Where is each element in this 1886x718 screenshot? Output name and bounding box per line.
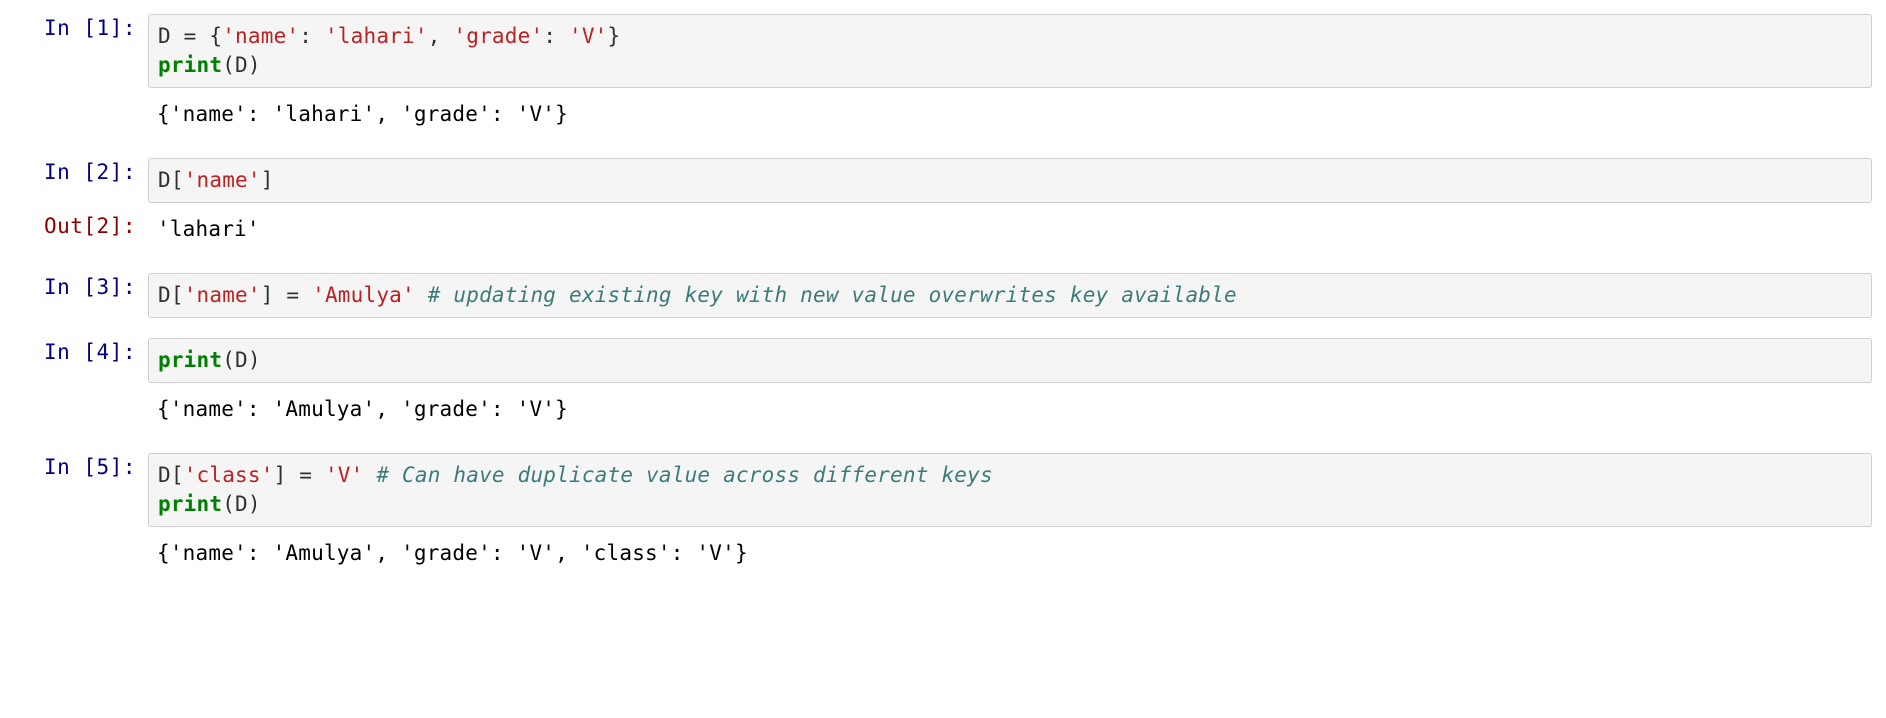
token-plain: : [299, 24, 325, 48]
spacer [0, 88, 1886, 97]
spacer [0, 427, 1886, 453]
token-string: 'name' [183, 168, 261, 192]
token-builtin: print [158, 492, 223, 516]
token-plain: ] = [273, 463, 325, 487]
output-line: {'name': 'Amulya', 'grade': 'V', 'class'… [157, 541, 748, 565]
input-prompt-label: In [1]: [43, 16, 136, 40]
notebook-container: In [1]:D = {'name': 'lahari', 'grade': '… [0, 14, 1886, 571]
output-cell: Out[2]: 'lahari' [0, 212, 1886, 247]
code-line[interactable]: D['name'] [158, 166, 1871, 195]
output-line: {'name': 'Amulya', 'grade': 'V'} [157, 397, 568, 421]
code-line[interactable]: print(D) [158, 346, 1871, 375]
input-prompt-label: In [4]: [43, 340, 136, 364]
token-plain: D = { [158, 24, 223, 48]
token-plain: ] = [260, 283, 313, 307]
output-prompt-label: Out[2]: [43, 214, 136, 238]
code-cell[interactable]: In [2]: D['name'] [0, 158, 1886, 203]
cell-output-area: {'name': 'lahari', 'grade': 'V'} [148, 97, 1886, 132]
input-prompt-label: In [3]: [43, 275, 136, 299]
token-plain: ] [260, 168, 274, 192]
token-plain: D[ [158, 463, 184, 487]
output-cell: {'name': 'lahari', 'grade': 'V'} [0, 97, 1886, 132]
token-plain [364, 463, 377, 487]
token-comment: # Can have duplicate value across differ… [376, 463, 993, 487]
input-prompt-label: In [2]: [43, 160, 136, 184]
code-cell[interactable]: In [4]: print(D) [0, 338, 1886, 383]
output-cell: {'name': 'Amulya', 'grade': 'V'} [0, 392, 1886, 427]
cell-output-area: {'name': 'Amulya', 'grade': 'V'} [148, 392, 1886, 427]
spacer [0, 247, 1886, 273]
code-line[interactable]: print(D) [158, 490, 1871, 519]
token-string: 'name' [222, 24, 300, 48]
code-cell[interactable]: In [3]: D['name'] = 'Amulya' # updating e… [0, 273, 1886, 318]
spacer [0, 132, 1886, 158]
token-string: 'V' [569, 24, 608, 48]
input-prompt-label: In [5]: [43, 455, 136, 479]
cell-input-area[interactable]: print(D) [148, 338, 1886, 383]
spacer [0, 318, 1886, 338]
token-plain: : [543, 24, 569, 48]
token-string: 'V' [324, 463, 364, 487]
code-cell[interactable]: In [5]: D['class'] = 'V' # Can have dupli… [0, 453, 1886, 527]
token-plain: (D) [222, 348, 261, 372]
token-string: 'class' [183, 463, 274, 487]
output-cell: {'name': 'Amulya', 'grade': 'V', 'class'… [0, 536, 1886, 571]
token-plain: (D) [222, 492, 261, 516]
cell-input-area[interactable]: D['class'] = 'V' # Can have duplicate va… [148, 453, 1886, 527]
cell-output-area: {'name': 'Amulya', 'grade': 'V', 'class'… [148, 536, 1886, 571]
token-plain: } [607, 24, 621, 48]
token-plain: (D) [222, 53, 261, 77]
code-editor[interactable]: D = {'name': 'lahari', 'grade': 'V'}prin… [148, 14, 1872, 88]
token-plain: D[ [158, 283, 184, 307]
code-editor[interactable]: D['name'] [148, 158, 1872, 203]
token-string: 'name' [183, 283, 261, 307]
cell-output-area: 'lahari' [148, 212, 1886, 247]
token-plain [415, 283, 428, 307]
code-line[interactable]: D['name'] = 'Amulya' # updating existing… [158, 281, 1871, 310]
spacer [0, 203, 1886, 212]
cell-input-area[interactable]: D['name'] = 'Amulya' # updating existing… [148, 273, 1886, 318]
spacer [0, 527, 1886, 536]
code-line[interactable]: D['class'] = 'V' # Can have duplicate va… [158, 461, 1871, 490]
output-line: 'lahari' [157, 217, 260, 241]
token-string: 'grade' [453, 24, 544, 48]
token-string: 'Amulya' [312, 283, 415, 307]
token-plain: , [427, 24, 454, 48]
output-line: {'name': 'lahari', 'grade': 'V'} [157, 102, 568, 126]
code-cell[interactable]: In [1]: D = {'name': 'lahari', 'grade': '… [0, 14, 1886, 88]
code-line[interactable]: D = {'name': 'lahari', 'grade': 'V'} [158, 22, 1871, 51]
token-builtin: print [158, 53, 223, 77]
code-editor[interactable]: D['name'] = 'Amulya' # updating existing… [148, 273, 1872, 318]
code-editor[interactable]: D['class'] = 'V' # Can have duplicate va… [148, 453, 1872, 527]
code-line[interactable]: print(D) [158, 51, 1871, 80]
token-builtin: print [158, 348, 223, 372]
cell-input-area[interactable]: D = {'name': 'lahari', 'grade': 'V'}prin… [148, 14, 1886, 88]
spacer [0, 383, 1886, 392]
cell-input-area[interactable]: D['name'] [148, 158, 1886, 203]
token-string: 'lahari' [324, 24, 428, 48]
code-editor[interactable]: print(D) [148, 338, 1872, 383]
token-plain: D[ [158, 168, 184, 192]
token-comment: # updating existing key with new value o… [427, 283, 1237, 307]
